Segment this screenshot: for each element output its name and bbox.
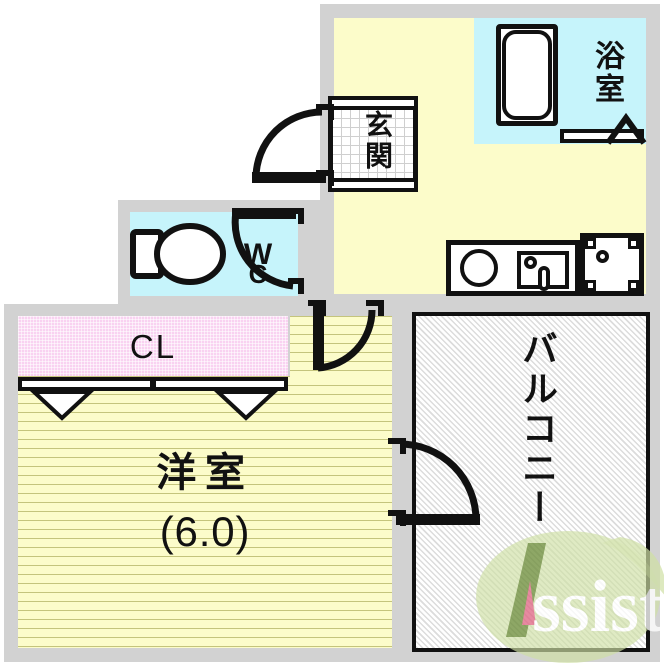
washer-corner-tr xyxy=(628,238,639,249)
room-label-main-room: 洋室 xyxy=(156,451,254,495)
bathtub-inner xyxy=(502,30,552,120)
genkan-step-bottom xyxy=(328,178,418,192)
bathroom-folding-door[interactable] xyxy=(560,129,644,143)
washer-drain-icon xyxy=(596,250,609,263)
room-label-balcony: バルコニー xyxy=(517,330,558,528)
toilet-floor xyxy=(130,212,298,296)
room-label-bathroom: 浴室 xyxy=(590,40,623,106)
closet-door-panel-right[interactable] xyxy=(152,377,288,391)
gas-stove-burner-icon xyxy=(460,249,498,287)
entrance-door-swing xyxy=(252,108,326,183)
washer-corner-br xyxy=(628,280,639,291)
closet-floor xyxy=(18,316,288,376)
closet-door-panel-left[interactable] xyxy=(18,377,154,391)
sink-drain-icon xyxy=(524,256,537,269)
room-label-closet: CL xyxy=(129,328,177,365)
washer-corner-bl xyxy=(585,280,596,291)
genkan-step-top xyxy=(328,96,418,110)
sink-faucet-icon xyxy=(538,266,550,291)
room-label-genkan: 玄関 xyxy=(362,110,393,172)
genkan-floor xyxy=(332,100,414,188)
main-room-floor-upper-right xyxy=(290,316,392,378)
main-room-floor xyxy=(18,376,392,648)
washer-corner-tl xyxy=(585,238,596,249)
room-label-main-room-size: (6.0) xyxy=(159,508,251,555)
